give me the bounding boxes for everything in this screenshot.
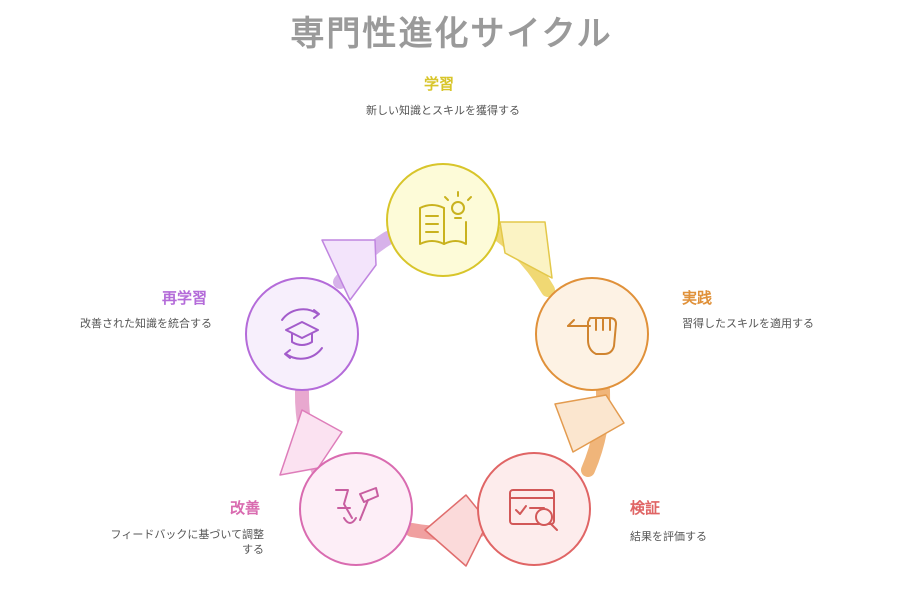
- chart-magnifier-icon: [509, 489, 558, 531]
- stage-label-verify: 検証: [630, 499, 661, 517]
- stage-desc-verify: 結果を評価する: [630, 530, 707, 543]
- stage-desc-learn: 新しい知識とスキルを獲得する: [366, 104, 520, 117]
- stage-label-relearn: 再学習: [162, 289, 208, 307]
- graduation-cycle-icon: [281, 308, 323, 360]
- stage-desc-practice: 習得したスキルを適用する: [682, 317, 814, 330]
- stage-label-learn: 学習: [424, 75, 455, 93]
- diagram-title: 専門性進化サイクル: [290, 14, 613, 54]
- arrow-to-learn: [321, 239, 377, 301]
- arrow-to-improve: [424, 494, 489, 567]
- arrow-to-verify: [554, 394, 625, 453]
- stage-circle-relearn[interactable]: [245, 277, 359, 391]
- stage-label-improve: 改善: [230, 499, 261, 517]
- stage-circle-improve[interactable]: [299, 452, 413, 566]
- stage-label-practice: 実践: [682, 289, 713, 307]
- book-lightbulb-icon: [419, 191, 472, 245]
- arrow-to-relearn: [279, 409, 343, 476]
- tools-icon: [335, 487, 379, 524]
- stage-circle-practice[interactable]: [535, 277, 649, 391]
- arrow-to-practice: [499, 221, 553, 279]
- hand-pen-icon: [567, 317, 617, 355]
- stage-desc-improve: フィードバックに基づいて調整する: [110, 528, 264, 556]
- stage-desc-relearn: 改善された知識を統合する: [80, 317, 212, 330]
